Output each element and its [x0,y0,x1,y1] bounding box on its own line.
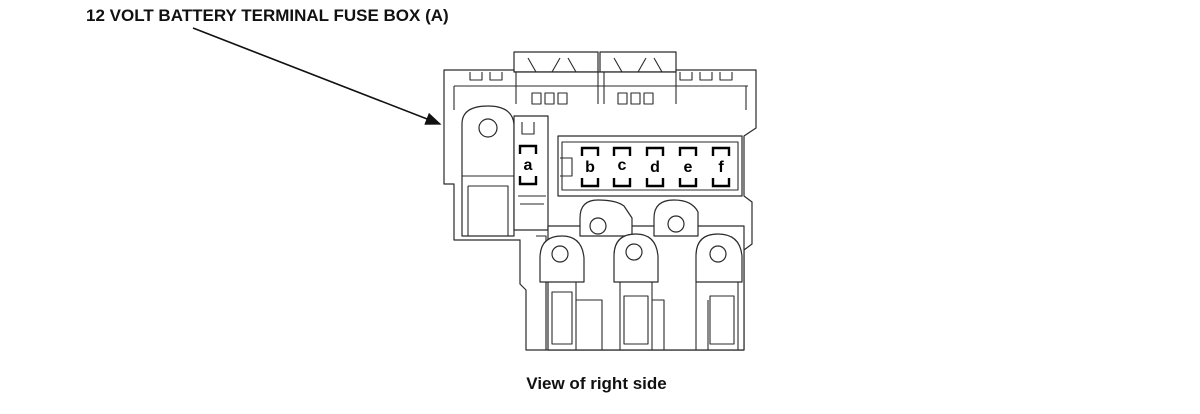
leader-arrow [192,27,442,125]
fuse-slot-b [580,146,600,188]
fuse-slot-f [711,146,731,188]
fuse-label-c: c [618,157,627,174]
fuse-label-f: f [718,159,724,176]
fuse-slot-c [612,146,632,188]
fuse-label-b: b [585,159,595,176]
fuse-box-body [443,51,757,351]
callout-title: 12 VOLT BATTERY TERMINAL FUSE BOX (A) [86,6,449,25]
fuse-label-e: e [684,159,693,176]
diagram-caption: View of right side [526,374,667,393]
fuse-slot-e [678,146,698,188]
fuse-slot-a [518,144,538,186]
fuse-label-d: d [650,159,660,176]
fuse-label-a: a [524,157,533,174]
fuse-slot-d [645,146,665,188]
